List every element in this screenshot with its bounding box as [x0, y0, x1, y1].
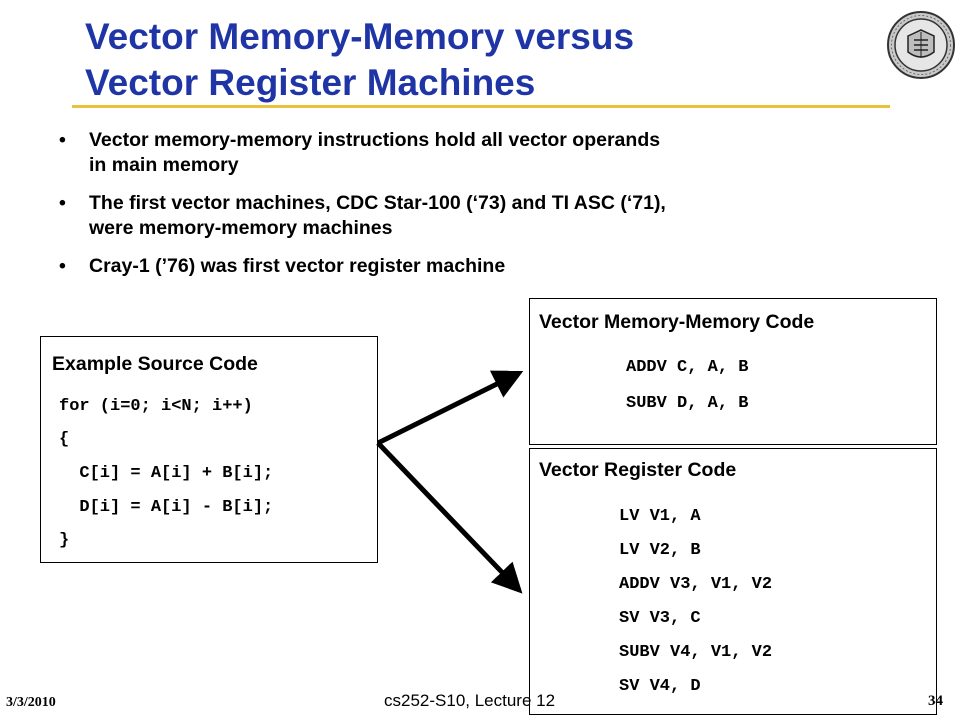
- code-line: SV V3, C: [619, 609, 701, 628]
- code-line: ADDV C, A, B: [626, 358, 749, 377]
- code-line: ADDV V3, V1, V2: [619, 575, 773, 594]
- title-line-2: Vector Register Machines: [85, 62, 536, 103]
- footer-page-number: 34: [928, 693, 943, 709]
- footer-date: 3/3/2010: [6, 695, 56, 710]
- vector-register-code-box: Vector Register Code LV V1, A LV V2, B A…: [529, 448, 937, 715]
- code-line: LV V2, B: [619, 541, 701, 560]
- code-line: SV V4, D: [619, 677, 701, 696]
- vector-register-heading: Vector Register Code: [539, 459, 737, 481]
- code-line: SUBV D, A, B: [626, 394, 749, 413]
- bullet-text-line: Cray-1 (’76) was first vector register m…: [89, 255, 506, 277]
- arrow-to-memory-memory: [376, 370, 524, 446]
- bullet-text-line: in main memory: [89, 154, 239, 176]
- title-underline: [72, 105, 890, 108]
- footer-course: cs252-S10, Lecture 12: [384, 691, 556, 710]
- bullet-icon: •: [59, 192, 66, 214]
- source-code-box: Example Source Code for (i=0; i<N; i++) …: [40, 336, 378, 563]
- bullet-item: • The first vector machines, CDC Star-10…: [55, 191, 915, 241]
- slide-title: Vector Memory-Memory versus Vector Regis…: [85, 14, 875, 106]
- bullet-text-line: The first vector machines, CDC Star-100 …: [89, 192, 666, 214]
- code-line: SUBV V4, V1, V2: [619, 643, 773, 662]
- bullet-item: • Vector memory-memory instructions hold…: [55, 128, 915, 178]
- arrow-to-vector-register: [376, 441, 523, 594]
- code-line: {: [59, 430, 70, 449]
- bullet-text-line: Vector memory-memory instructions hold a…: [89, 129, 661, 151]
- code-line: for (i=0; i<N; i++): [59, 397, 253, 416]
- code-line: D[i] = A[i] - B[i];: [59, 498, 274, 517]
- bullet-text-line: were memory-memory machines: [89, 217, 393, 239]
- title-line-1: Vector Memory-Memory versus: [85, 16, 635, 57]
- bullet-icon: •: [59, 129, 66, 151]
- bullet-icon: •: [59, 255, 66, 277]
- code-line: C[i] = A[i] + B[i];: [59, 464, 274, 483]
- bullet-item: • Cray-1 (’76) was first vector register…: [55, 254, 915, 279]
- source-code-heading: Example Source Code: [52, 353, 258, 375]
- university-seal-icon: [887, 11, 955, 79]
- memory-memory-heading: Vector Memory-Memory Code: [539, 311, 815, 333]
- memory-memory-code-box: Vector Memory-Memory Code ADDV C, A, B S…: [529, 298, 937, 445]
- bullet-list: • Vector memory-memory instructions hold…: [55, 128, 915, 292]
- code-line: }: [59, 531, 70, 550]
- code-line: LV V1, A: [619, 507, 701, 526]
